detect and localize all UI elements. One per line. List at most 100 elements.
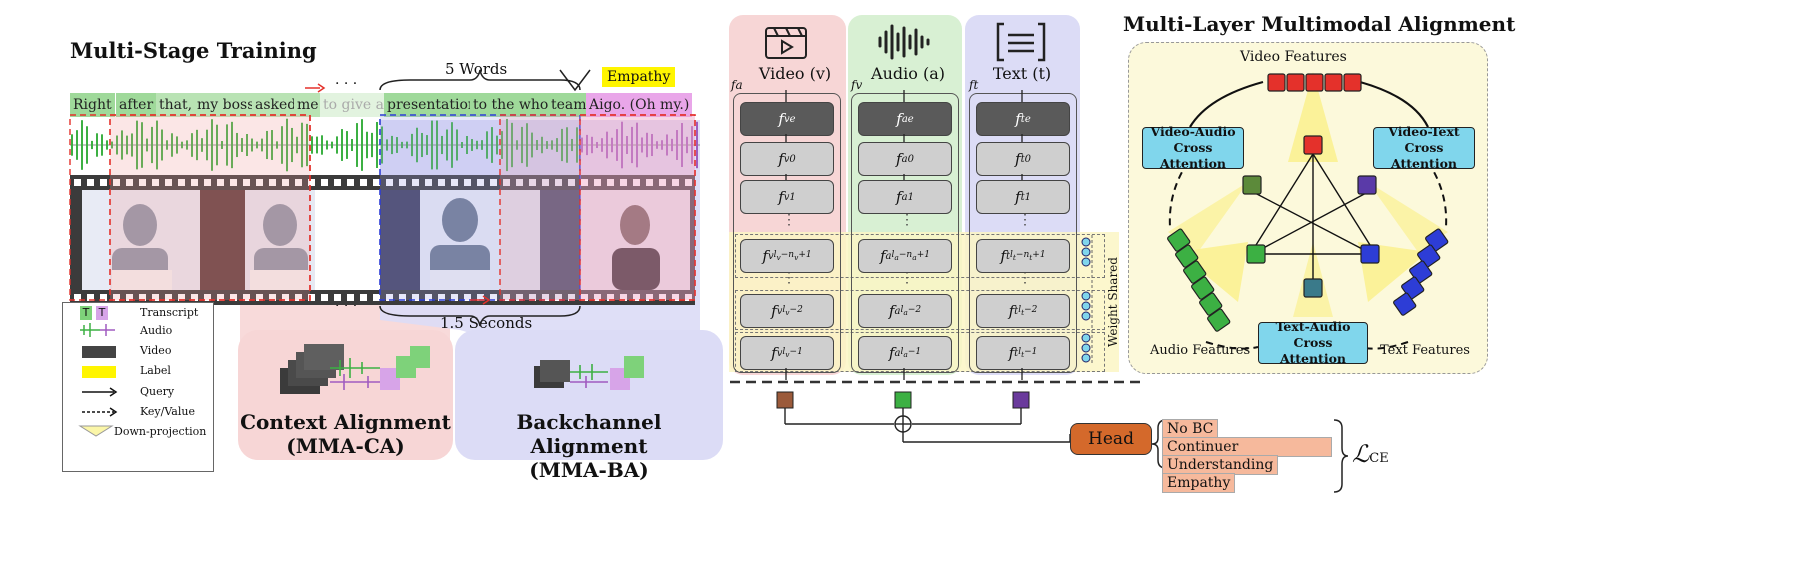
- audio-encoder-symbol: fv: [851, 78, 863, 92]
- backchannel-alignment-line1: Backchannel Alignment: [516, 410, 662, 458]
- loss-letter: ℒ: [1352, 440, 1370, 468]
- word: presentation: [384, 93, 480, 117]
- text-label: Text (t): [992, 64, 1052, 83]
- word: Right: [70, 93, 115, 117]
- film-sprocket: [87, 179, 94, 186]
- encoder-connections: [730, 90, 1140, 443]
- class-item: Empathy: [1162, 473, 1236, 493]
- film-sprocket: [373, 179, 380, 186]
- film-sprocket: [191, 294, 198, 301]
- vertical-dots: ⋮: [782, 212, 796, 228]
- class-item: Continuer: [1162, 437, 1332, 457]
- legend-label: Label: [140, 364, 171, 377]
- feature-token: [1393, 292, 1417, 316]
- film-sprocket: [568, 294, 575, 301]
- loss-symbol: ℒCE: [1352, 440, 1389, 468]
- film-sprocket: [295, 179, 302, 186]
- film-sprocket: [386, 294, 393, 301]
- film-sprocket: [646, 294, 653, 301]
- shared-row: [735, 290, 1105, 330]
- film-sprocket: [412, 179, 419, 186]
- film-sprocket: [399, 294, 406, 301]
- film-sprocket: [477, 179, 484, 186]
- film-sprocket: [178, 179, 185, 186]
- feature-token: [1167, 228, 1191, 252]
- film-sprocket: [282, 294, 289, 301]
- film-sprocket: [581, 179, 588, 186]
- class-item: No BC: [1162, 419, 1219, 439]
- word: my boss: [194, 93, 258, 117]
- feature-token: [1207, 308, 1231, 332]
- film-sprocket: [685, 179, 692, 186]
- text-encoder-frame: [969, 93, 1077, 373]
- loss-subscript: CE: [1369, 451, 1389, 466]
- ca-line: Video-Text: [1388, 124, 1460, 139]
- vertical-dots: ⋮: [1018, 270, 1032, 286]
- film-sprocket: [152, 179, 159, 186]
- brace-top-label: 5 Words: [445, 60, 508, 78]
- film-sprocket: [529, 179, 536, 186]
- film-sprocket: [633, 179, 640, 186]
- film-sprocket: [607, 294, 614, 301]
- film-sprocket: [425, 179, 432, 186]
- context-alignment-line2: (MMA-CA): [286, 434, 405, 458]
- film-sprocket: [594, 294, 601, 301]
- film-sprocket: [178, 294, 185, 301]
- ca-line: Text-Audio: [1275, 319, 1351, 334]
- film-sprocket: [672, 294, 679, 301]
- text-encoder-symbol: ft: [969, 78, 979, 92]
- film-sprocket: [685, 294, 692, 301]
- audio-features-label: Audio Features: [1150, 343, 1251, 358]
- film-sprocket: [503, 294, 510, 301]
- film-sprocket: [620, 179, 627, 186]
- film-sprocket: [438, 294, 445, 301]
- vertical-dots: ⋮: [900, 270, 914, 286]
- context-alignment-line1: Context Alignment: [240, 410, 451, 434]
- legend-query: Query: [140, 385, 175, 398]
- film-sprocket: [646, 179, 653, 186]
- audio-label: Audio (a): [871, 64, 945, 83]
- legend-transcript: Transcript: [140, 306, 199, 319]
- film-sprocket: [464, 179, 471, 186]
- word: me: [294, 93, 322, 117]
- word: asked: [252, 93, 300, 117]
- right-brace: [1333, 419, 1349, 493]
- film-sprocket: [659, 179, 666, 186]
- film-sprocket: [581, 294, 588, 301]
- class-item: Understanding: [1162, 455, 1279, 475]
- film-sprocket: [568, 179, 575, 186]
- context-alignment-title: Context Alignment (MMA-CA): [238, 410, 453, 458]
- feature-token: [1183, 260, 1207, 284]
- legend-swatches: [78, 323, 118, 437]
- vertical-dots: ⋮: [1018, 212, 1032, 228]
- film-sprocket: [451, 294, 458, 301]
- film-sprocket: [529, 294, 536, 301]
- text-features-label: Text Features: [1380, 343, 1470, 358]
- film-sprocket: [204, 294, 211, 301]
- film-sprocket: [243, 179, 250, 186]
- mma-graph: [1167, 72, 1449, 350]
- mma-title: Multi-Layer Multimodal Alignment: [1123, 12, 1516, 36]
- film-sprocket: [217, 294, 224, 301]
- film-sprocket: [555, 294, 562, 301]
- film-sprocket: [126, 294, 133, 301]
- film-sprocket: [87, 294, 94, 301]
- ca-line: Cross Attention: [1279, 335, 1346, 366]
- film-sprocket: [217, 179, 224, 186]
- timeline-graphic: [69, 69, 700, 327]
- film-sprocket: [165, 294, 172, 301]
- film-sprocket: [269, 179, 276, 186]
- film-sprocket: [321, 179, 328, 186]
- film-sprocket: [191, 179, 198, 186]
